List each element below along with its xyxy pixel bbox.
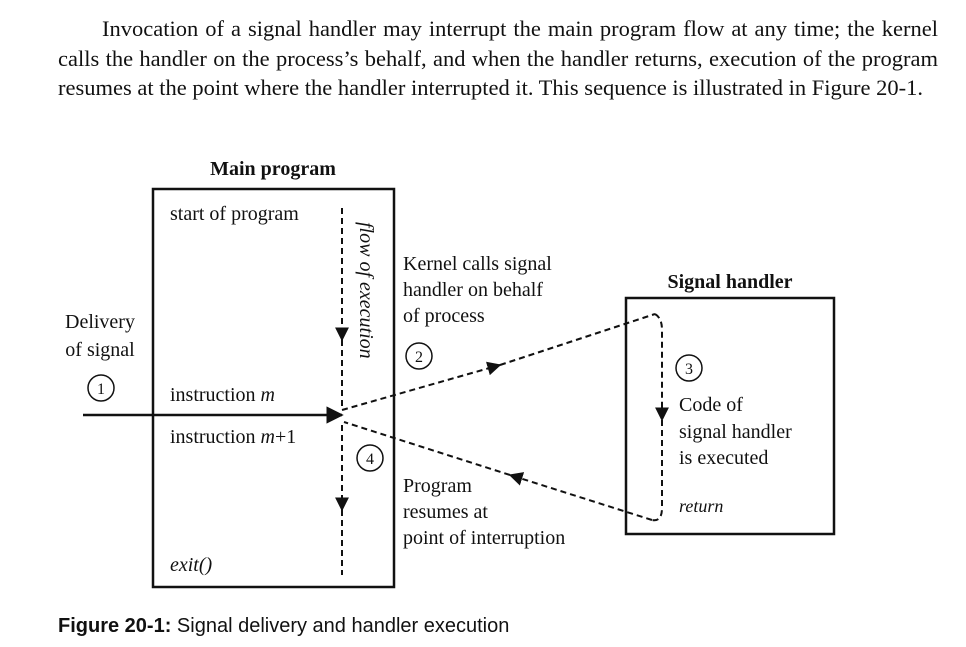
step-1-circle (87, 374, 115, 402)
delivery-label-line2: of signal (65, 339, 135, 361)
return-arrow-part2 (343, 421, 511, 476)
call-handler-arrow-part1 (341, 361, 502, 411)
step-3-number: 3 (685, 361, 693, 378)
step-4-number: 4 (366, 451, 374, 468)
exit-label: exit() (170, 554, 213, 576)
caption-label: Figure 20-1: (58, 615, 172, 637)
code-label-line2: signal handler (679, 421, 792, 443)
step-1-number: 1 (97, 381, 105, 398)
kernel-label-line2: handler on behalf (403, 279, 543, 301)
instruction-m-label: instruction m (170, 384, 275, 406)
handler-flow-line-lower (651, 420, 663, 522)
step-4-circle (356, 444, 384, 472)
resume-label-line2: resumes at (403, 501, 488, 523)
caption-text: Signal delivery and handler execution (171, 615, 510, 637)
code-label-line3: is executed (679, 447, 768, 469)
step-3-circle (675, 354, 703, 382)
step-2-number: 2 (415, 349, 423, 366)
return-label: return (679, 496, 723, 516)
kernel-label-line1: Kernel calls signal (403, 253, 552, 275)
figure-caption: Figure 20-1: Signal delivery and handler… (58, 615, 509, 638)
start-of-program-label: start of program (170, 203, 299, 225)
handler-flow-line (654, 313, 669, 422)
delivery-label-line1: Delivery (65, 311, 135, 333)
resume-label-line1: Program (403, 475, 472, 497)
signal-handler-title: Signal handler (667, 271, 792, 293)
instruction-m1-label: instruction m+1 (170, 426, 296, 448)
main-program-box (151, 187, 396, 589)
body-paragraph: Invocation of a signal handler may inter… (58, 16, 938, 100)
code-label-line1: Code of (679, 394, 743, 416)
flow-of-execution-label: flow of execution (355, 222, 377, 359)
return-arrow-part1 (508, 472, 653, 521)
resume-label-line3: point of interruption (403, 527, 565, 549)
kernel-label-line3: of process (403, 305, 485, 327)
main-program-title: Main program (210, 158, 336, 180)
signal-handler-box (624, 296, 836, 536)
step-2-circle (405, 342, 433, 370)
call-handler-arrow-part2 (499, 313, 656, 366)
